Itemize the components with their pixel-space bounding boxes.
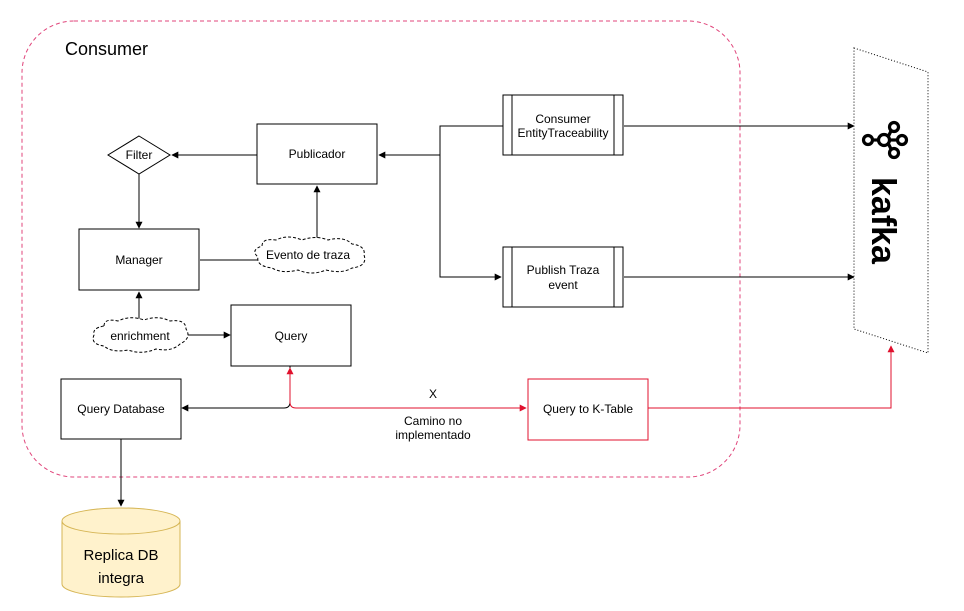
x-mark: X [429,387,437,401]
query-ktable-label: Query to K-Table [543,402,633,416]
consumer-entity-node: Consumer EntityTraceability [502,94,624,156]
edge-junction-publish [439,155,502,281]
query-database-node: Query Database [60,378,182,440]
query-ktable-node: Query to K-Table [527,378,649,441]
unimplemented-edges [286,345,895,412]
consumer-entity-line2: EntityTraceability [518,126,609,140]
kafka-logo-text: kafka [864,177,902,265]
enrichment-label: enrichment [110,329,170,343]
query-node: Query [230,304,352,367]
edge-query-querydb [181,366,291,412]
manager-label: Manager [115,253,162,267]
replica-db-line1: Replica DB [83,547,158,564]
query-label: Query [275,329,308,343]
publish-traza-line1: Publish Traza [527,263,600,277]
kafka-logo-icon [861,120,909,160]
query-database-label: Query Database [77,402,165,416]
consumer-container [21,20,741,478]
camino-line1: Camino no [404,414,462,428]
edge-consumer-junction [439,125,503,155]
kafka-node: kafka [853,47,929,354]
filter-label: Filter [126,148,153,162]
evento-label: Evento de traza [266,248,350,262]
manager-node: Manager [78,228,200,291]
enrichment-cloud: enrichment [92,317,189,353]
filter-node: Filter [107,135,171,175]
edge-ktable-kafka [648,345,895,409]
replica-db-line2: integra [98,570,145,587]
publish-traza-line2: event [548,278,578,292]
camino-line2: implementado [395,428,471,442]
consumer-entity-line1: Consumer [535,112,590,126]
publicador-label: Publicador [289,147,346,161]
replica-db-node: Replica DB integra [61,507,181,598]
evento-cloud: Evento de traza [254,236,366,274]
consumer-title: Consumer [65,39,148,59]
edge-query-ktable [289,401,527,412]
publish-traza-node: Publish Traza event [502,246,624,308]
publicador-node: Publicador [256,123,378,185]
